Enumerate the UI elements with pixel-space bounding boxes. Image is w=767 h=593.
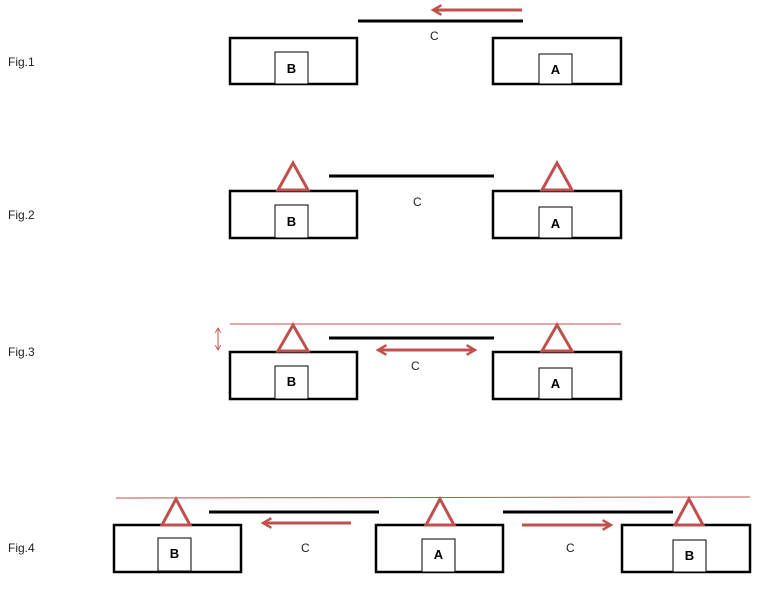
- support-triangle-b-left: [159, 495, 193, 527]
- support-triangle-b-right: [672, 495, 706, 527]
- box-label-a: A: [551, 216, 561, 231]
- figure-4: Fig.4 C C B A B: [8, 495, 752, 574]
- box-label-a: A: [434, 547, 444, 562]
- figure-label: Fig.2: [8, 208, 35, 222]
- box-label-a: A: [551, 62, 561, 77]
- box-label-b: B: [287, 214, 296, 229]
- box-label-b-right: B: [685, 548, 694, 563]
- inner-box-b: [274, 365, 309, 400]
- inner-box-b-left: [157, 537, 192, 572]
- beam-c-label: C: [413, 195, 422, 209]
- reference-line: [115, 496, 751, 499]
- inner-box-b: [274, 204, 309, 239]
- beam-c-label-left: C: [301, 541, 310, 555]
- figure-2: Fig.2 C B A: [8, 159, 623, 240]
- inner-box-b-right: [672, 539, 707, 573]
- support-triangle-b: [275, 321, 311, 353]
- support-triangle-a: [423, 495, 457, 527]
- support-triangle-b: [275, 159, 311, 192]
- inner-box-a: [538, 206, 573, 239]
- beam-c-label: C: [430, 29, 439, 43]
- inner-box-a: [538, 53, 573, 85]
- box-label-b: B: [287, 374, 296, 389]
- figure-3: Fig.3 C B A: [8, 321, 623, 401]
- inner-box-a: [538, 367, 573, 400]
- beam-c-label-right: C: [566, 541, 575, 555]
- figure-1: Fig.1 C B A: [8, 4, 623, 86]
- inner-box-b: [274, 51, 309, 85]
- figure-label: Fig.3: [8, 345, 35, 359]
- figure-label: Fig.4: [8, 541, 35, 555]
- support-triangle-a: [539, 321, 575, 353]
- box-label-a: A: [551, 376, 561, 391]
- box-label-b-left: B: [170, 546, 179, 561]
- box-label-b: B: [287, 61, 296, 76]
- support-triangle-a: [539, 159, 575, 192]
- beam-c-label: C: [411, 359, 420, 373]
- figure-label: Fig.1: [8, 55, 35, 69]
- inner-box-a: [421, 538, 456, 573]
